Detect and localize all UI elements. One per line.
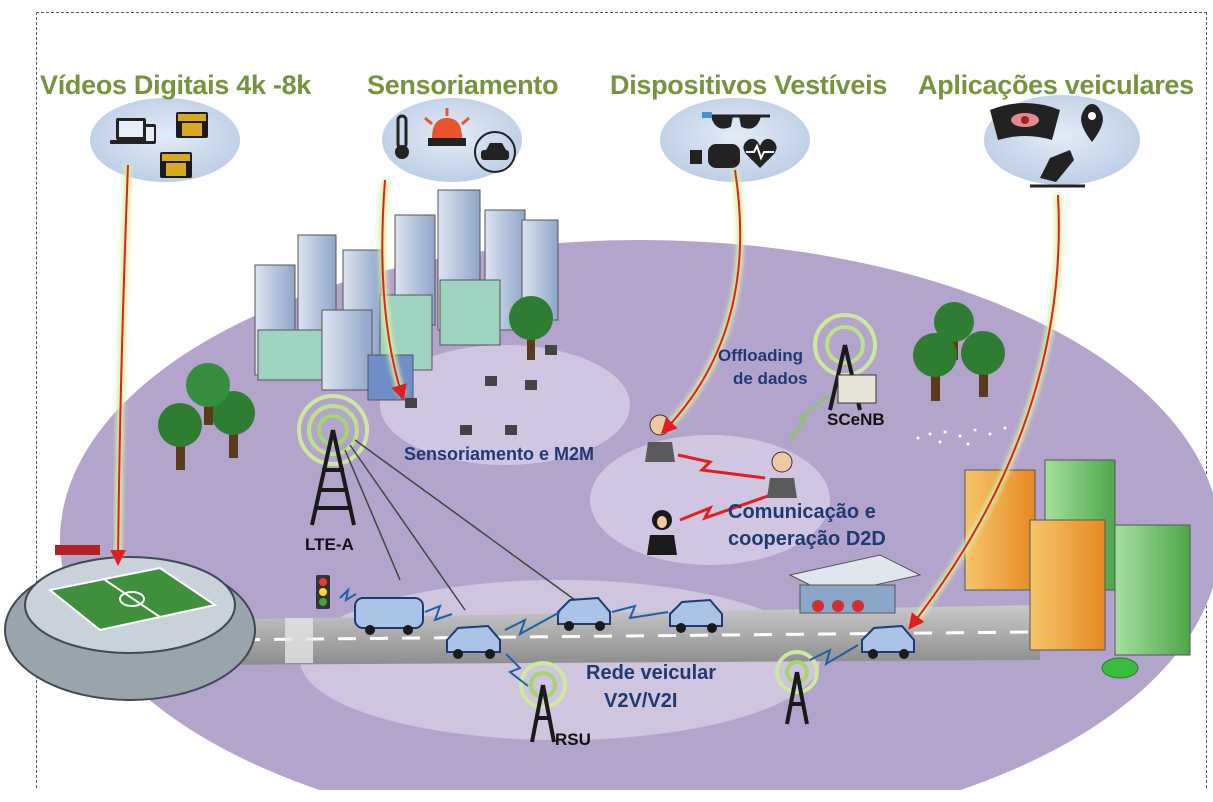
heart-rate-icon [743, 138, 777, 168]
lte-links [344, 439, 576, 611]
4k-badge-icon [160, 152, 192, 178]
vehicular-apps-bubble [984, 95, 1140, 188]
vehicular-label-line2: V2V/V2I [604, 690, 678, 712]
offloading-link [789, 394, 831, 441]
vehicle-car [446, 624, 501, 659]
8k-badge-icon [176, 112, 208, 138]
wearables-bubble [660, 98, 810, 182]
category-title-wearables: Dispositivos Vestíveis [610, 70, 888, 100]
trees-right [913, 302, 1005, 401]
sensing-zone [380, 345, 630, 465]
user-avatar [767, 451, 797, 498]
user-avatar [647, 510, 677, 555]
rsu-label: RSU [555, 730, 591, 749]
lte-tower [297, 394, 369, 526]
right-buildings [964, 459, 1191, 679]
offloading-label-line1: Offloading [718, 346, 803, 365]
d2d-label-line2: cooperação D2D [728, 528, 886, 550]
category-title-sensing: Sensoriamento [367, 70, 559, 100]
roadside-tower [775, 650, 819, 725]
sensor-nodes [405, 345, 557, 435]
vehicle-car [557, 596, 611, 631]
d2d-zone [590, 435, 830, 565]
d2d-label-line1: Comunicação e [728, 501, 876, 523]
sensing-bubble [382, 98, 522, 182]
trees-left [158, 296, 553, 470]
smartwatch-icon [690, 144, 740, 168]
vehicular-label-line1: Rede veicular [586, 662, 717, 684]
category-title-video: Vídeos Digitais 4k -8k [40, 70, 312, 100]
location-pin-icon [1081, 104, 1103, 142]
devices-icon [110, 118, 156, 144]
category-arrows [110, 164, 1063, 630]
traffic-light [316, 575, 330, 609]
smart-glasses-icon [702, 112, 770, 129]
scenb-tower [813, 313, 877, 411]
parking-car-icon [474, 131, 516, 173]
windshield-eye-icon [990, 103, 1060, 140]
scenb-label: SCeNB [827, 410, 885, 429]
sensing-m2m-label: Sensoriamento e M2M [404, 444, 595, 464]
wireless-links-blue [339, 586, 859, 687]
lte-label: LTE-A [305, 535, 354, 554]
vehicle-car [669, 598, 723, 633]
sparkle-dots [916, 426, 1007, 446]
alarm-icon [424, 108, 470, 146]
category-title-vehicular-apps: Aplicações veiculares [918, 70, 1194, 100]
stadium [4, 545, 256, 701]
rsu-tower [519, 661, 567, 743]
thermometer-icon [395, 114, 409, 159]
vehicle-bus [354, 597, 424, 635]
vehicle-car [861, 624, 915, 659]
wireless-links-red [677, 453, 769, 522]
video-bubble [90, 98, 240, 182]
gas-station [788, 554, 922, 614]
crash-car-icon [1030, 150, 1085, 188]
offloading-label-line2: de dados [733, 369, 808, 388]
city-buildings [254, 189, 559, 401]
